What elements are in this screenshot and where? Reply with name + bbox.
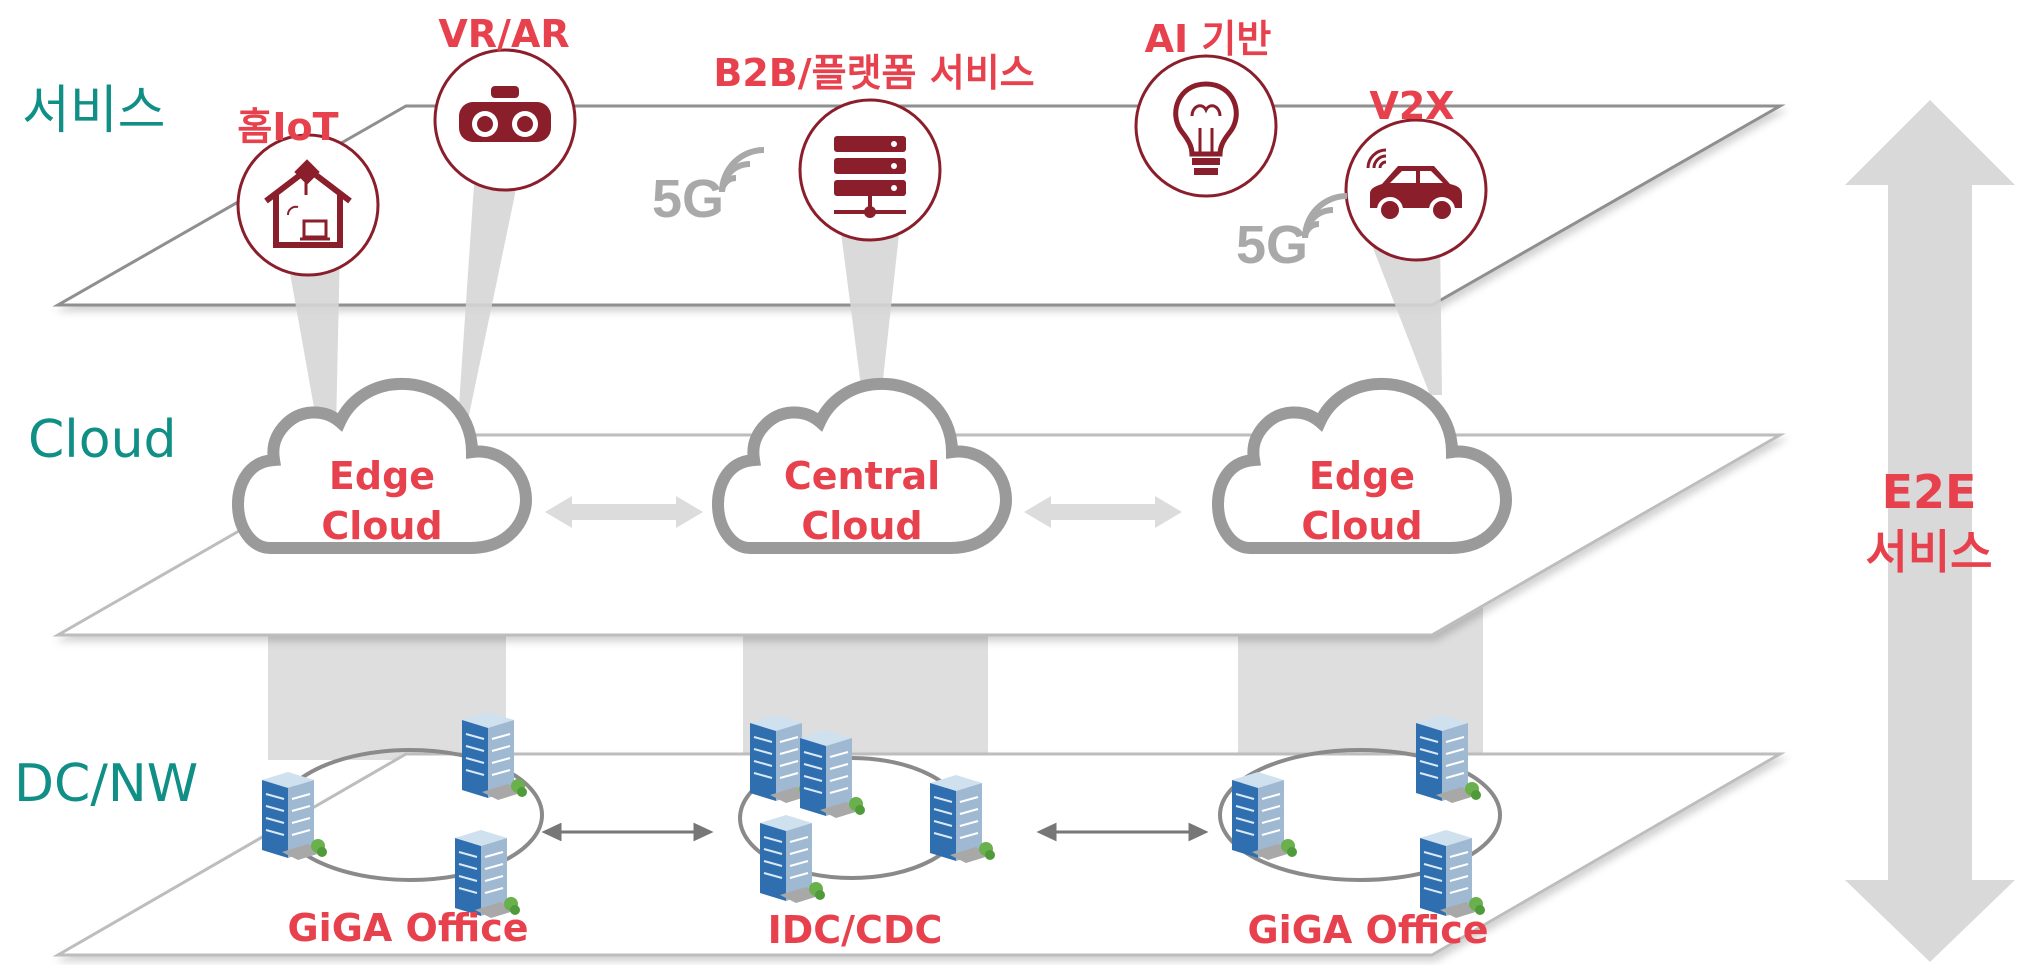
server-icon bbox=[798, 98, 942, 242]
5g-label: 5G bbox=[652, 169, 725, 229]
5g-label: 5G bbox=[1236, 215, 1309, 275]
dc-link-arrow-right bbox=[1036, 822, 1209, 842]
site-label-left: GiGA Office bbox=[287, 906, 529, 950]
e2e-double-arrow bbox=[1845, 100, 2015, 962]
layer-label-dcnw: DC/NW bbox=[14, 754, 199, 814]
ai-brain-bulb-icon bbox=[1134, 54, 1278, 198]
service-label-home-iot: 홈IoT bbox=[237, 105, 339, 149]
site-label-center: IDC/CDC bbox=[767, 908, 943, 952]
cloud-link-arrow-right bbox=[1024, 496, 1182, 528]
central-cloud bbox=[711, 377, 1013, 554]
cloud-link-arrow-left bbox=[545, 496, 703, 528]
vr-headset-icon bbox=[433, 48, 577, 192]
service-label-v2x: V2X bbox=[1369, 84, 1455, 128]
house-iot-icon bbox=[236, 133, 380, 277]
site-label-right: GiGA Office bbox=[1247, 908, 1489, 952]
layer-label-cloud: Cloud bbox=[28, 410, 177, 470]
layer-label-service: 서비스 bbox=[22, 81, 166, 141]
5g-signal-icon bbox=[719, 147, 1348, 239]
service-label-ai: AI 기반 bbox=[1144, 17, 1272, 61]
service-label-b2b: B2B/플랫폼 서비스 bbox=[713, 51, 1035, 95]
network-ring-right bbox=[1218, 748, 1502, 882]
edge-cloud-left bbox=[231, 377, 533, 554]
connected-car-icon bbox=[1344, 118, 1488, 262]
dc-link-arrow-left bbox=[541, 822, 714, 842]
service-label-vr-ar: VR/AR bbox=[438, 12, 570, 56]
edge-cloud-right bbox=[1211, 377, 1513, 554]
